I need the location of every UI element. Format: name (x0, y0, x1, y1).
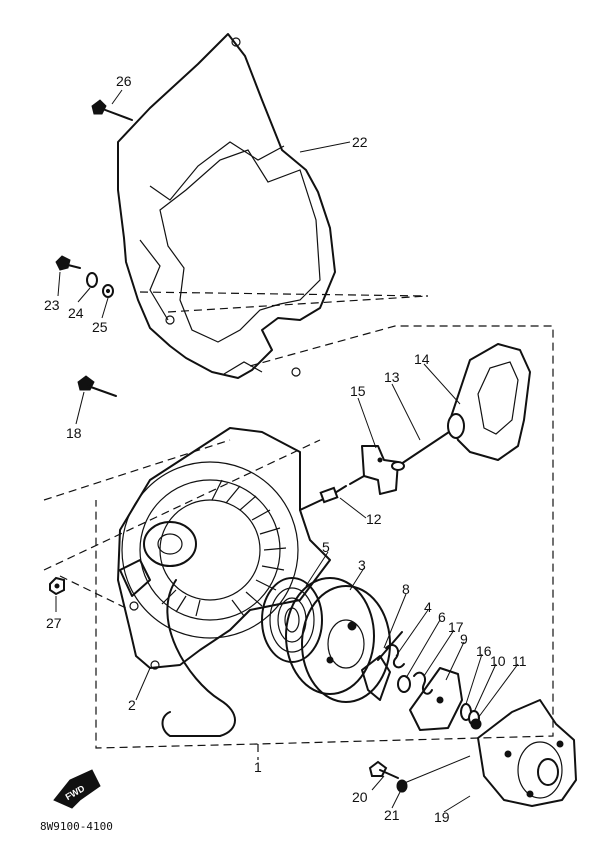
starter-reel (285, 577, 391, 703)
friction-plate-9 (409, 667, 463, 731)
nut-27 (49, 576, 65, 596)
label-5: 5 (322, 539, 330, 555)
bolt-18 (77, 375, 117, 397)
cable-guide-15 (349, 445, 399, 495)
starter-housing (117, 427, 331, 670)
washer-24 (86, 272, 98, 288)
label-16: 16 (476, 643, 492, 659)
label-11: 11 (512, 653, 527, 669)
bolt-23 (55, 255, 81, 271)
label-24: 24 (68, 305, 84, 321)
label-9: 9 (460, 631, 468, 647)
label-22: 22 (352, 134, 368, 150)
recoil-spring (261, 577, 323, 663)
top-cover (117, 33, 336, 379)
label-15: 15 (350, 383, 366, 399)
spring-17 (413, 671, 433, 695)
label-18: 18 (66, 425, 82, 441)
label-4: 4 (424, 599, 432, 615)
part-labels: 26 22 23 24 25 18 27 2 15 13 14 12 5 3 8… (44, 73, 527, 825)
starter-cable (161, 485, 347, 737)
washer-6 (397, 675, 411, 693)
label-25: 25 (92, 319, 108, 335)
leader-lines (55, 89, 519, 813)
label-20: 20 (352, 789, 368, 805)
label-10: 10 (490, 653, 506, 669)
label-8: 8 (402, 581, 410, 597)
label-2: 2 (128, 697, 136, 713)
diagram-code: 8W9100-4100 (40, 820, 113, 833)
label-19: 19 (434, 809, 450, 825)
label-1: 1 (254, 759, 262, 775)
bolt-26 (91, 99, 133, 121)
starter-rope (391, 429, 453, 471)
washer-21 (396, 779, 408, 793)
label-27: 27 (46, 615, 62, 631)
pawl-spring-4 (385, 644, 405, 669)
label-17: 17 (448, 619, 464, 635)
assembly-boundary (43, 291, 554, 760)
starter-pulley (477, 699, 577, 807)
washer-25 (102, 284, 114, 298)
label-6: 6 (438, 609, 446, 625)
label-23: 23 (44, 297, 60, 313)
label-13: 13 (384, 369, 400, 385)
starter-handle (447, 343, 531, 461)
screw-11 (470, 718, 482, 730)
front-direction-badge: FWD (53, 769, 101, 809)
label-3: 3 (358, 557, 366, 573)
label-14: 14 (414, 351, 430, 367)
bolt-20 (368, 760, 399, 779)
label-12: 12 (366, 511, 382, 527)
label-26: 26 (116, 73, 132, 89)
label-21: 21 (384, 807, 400, 823)
